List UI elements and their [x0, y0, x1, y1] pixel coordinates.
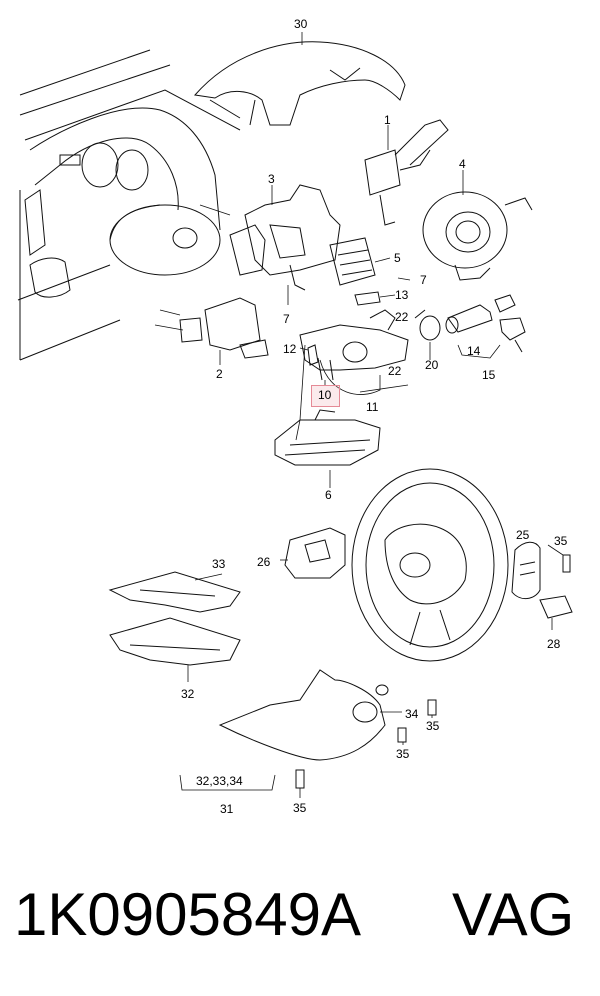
callout-3: 3: [268, 172, 275, 186]
callout-6: 6: [325, 488, 332, 502]
callout-20: 20: [425, 358, 439, 372]
part-cover-32: [109, 617, 241, 666]
callout-22-upper: 22: [395, 310, 409, 324]
callout-30: 30: [294, 17, 308, 31]
part-paddle-switch: [511, 541, 541, 599]
callout-35-lower: 35: [396, 747, 410, 761]
part-ignition-lock: [179, 297, 269, 359]
callout-26: 26: [257, 555, 271, 569]
part-lock-cylinder-key: [445, 294, 526, 353]
callout-14: 14: [467, 344, 481, 358]
callout-10: 10: [318, 388, 332, 402]
callout-12: 12: [283, 342, 297, 356]
highlight-box-part-10: [311, 385, 340, 407]
part-bracket: [284, 527, 346, 579]
callout-5: 5: [394, 251, 401, 265]
callout-15: 15: [482, 368, 496, 382]
part-lower-module: [274, 409, 381, 466]
part-lock-ring: [414, 309, 441, 341]
part-number: 1K0905849A: [14, 881, 361, 948]
callout-32: 32: [181, 687, 195, 701]
brand-name: VAG: [452, 881, 575, 948]
callout-13: 13: [395, 288, 409, 302]
callout-32-33-34: 32,33,34: [196, 774, 243, 788]
callout-1: 1: [384, 113, 391, 127]
screws: [295, 554, 571, 789]
callout-7-lower: 7: [283, 312, 290, 326]
callout-28: 28: [547, 637, 561, 651]
callout-35-mid: 35: [426, 719, 440, 733]
exploded-parts-diagram: [17, 32, 573, 798]
part-lower-shroud: [218, 669, 389, 761]
part-upper-shroud: [194, 41, 406, 126]
caption-bar: 1K0905849A VAG: [0, 880, 600, 960]
part-clock-spring: [422, 191, 533, 281]
part-switch-housing: [229, 184, 341, 291]
part-side-switch: [539, 595, 573, 619]
callout-2: 2: [216, 367, 223, 381]
leader-lines: [154, 32, 564, 798]
callout-22-lower: 22: [388, 364, 402, 378]
callout-25: 25: [516, 528, 530, 542]
part-steering-wheel: [351, 468, 509, 662]
part-lock-assembly: [299, 291, 409, 381]
callout-35-bottom: 35: [293, 801, 307, 815]
part-cover-33: [108, 571, 241, 613]
callout-31: 31: [220, 802, 234, 816]
dashboard-outline: [17, 49, 241, 361]
callout-33: 33: [212, 557, 226, 571]
callout-35-right: 35: [554, 534, 568, 548]
part-switch-stalk: [364, 119, 449, 226]
callout-34: 34: [405, 707, 419, 721]
part-control-module: [329, 237, 376, 286]
callout-7: 7: [420, 273, 427, 287]
callout-11: 11: [366, 400, 379, 414]
callout-4: 4: [459, 157, 466, 171]
